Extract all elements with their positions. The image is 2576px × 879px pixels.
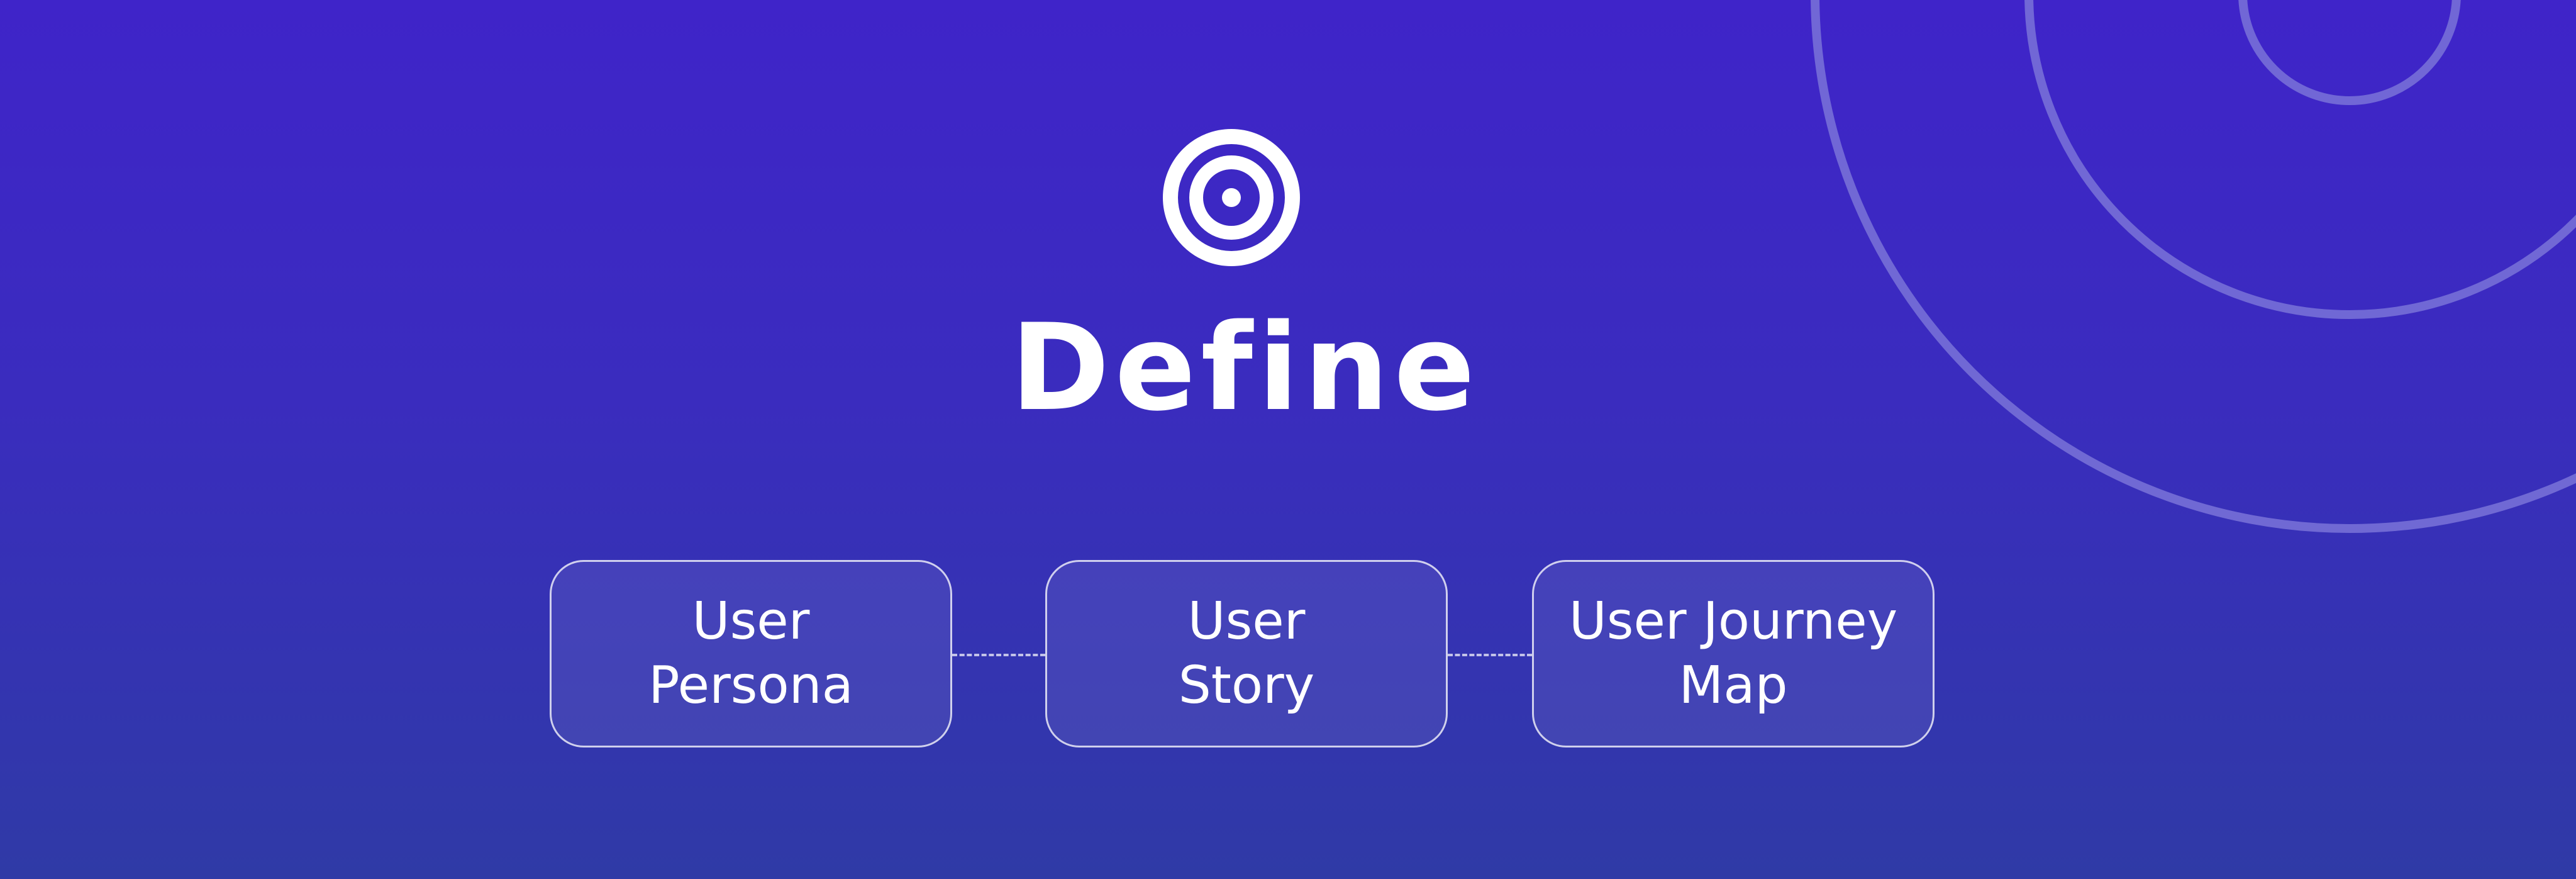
node-user-journey-map: User Journey Map [1532, 560, 1935, 747]
node-label-line: Persona [648, 656, 853, 715]
node-user-story: User Story [1045, 560, 1448, 747]
connector-dashed-line [952, 654, 1045, 656]
page-title: Define [1010, 298, 1480, 437]
node-label-line: User Journey [1568, 591, 1898, 651]
decorative-ring-middle [2024, 0, 2576, 319]
node-label-line: Map [1679, 656, 1788, 715]
node-user-persona: User Persona [550, 560, 952, 747]
decorative-ring-inner [2238, 0, 2461, 105]
target-icon [1161, 127, 1302, 268]
node-label-line: User [692, 591, 810, 651]
node-label-line: User [1187, 591, 1306, 651]
decorative-ring-outer [1811, 0, 2576, 533]
connector-dashed-line [1448, 654, 1532, 656]
node-label-line: Story [1178, 656, 1315, 715]
